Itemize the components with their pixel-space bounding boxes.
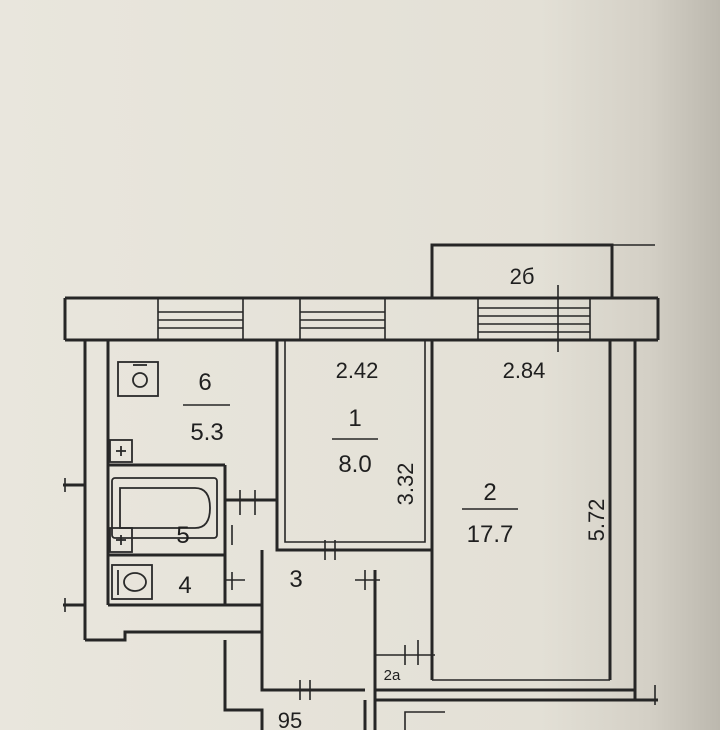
exterior-wall-top <box>63 296 660 342</box>
room-6-number: 6 <box>198 369 211 396</box>
room-4-number: 4 <box>178 572 191 599</box>
exterior-wall-bottom <box>85 603 658 730</box>
room-2-area: 17.7 <box>467 521 514 548</box>
dimension-room-1-depth: 3.32 <box>393 463 418 506</box>
room-3-number: 3 <box>289 566 302 593</box>
interior-walls <box>108 340 610 700</box>
exterior-walls <box>63 340 637 700</box>
room-1-number: 1 <box>348 405 361 432</box>
apartment-number-mark: 95 <box>278 708 302 730</box>
room-2a-number: 2a <box>384 667 401 684</box>
window-room-6 <box>157 298 244 340</box>
window-room-1 <box>299 298 386 340</box>
bathtub-icon <box>111 477 218 539</box>
room-2-number: 2 <box>483 479 496 506</box>
dimension-room-1-width: 2.42 <box>336 358 379 383</box>
window-room-2 <box>477 285 591 352</box>
plus-socket-icon <box>109 439 133 463</box>
balcony-outline <box>430 243 655 298</box>
washbasin-icon <box>109 527 133 553</box>
toilet-icon <box>111 564 153 600</box>
dimension-room-2-width: 2.84 <box>503 358 546 383</box>
room-5-number: 5 <box>176 522 189 549</box>
room-6-area: 5.3 <box>190 419 223 446</box>
room-1-area: 8.0 <box>338 451 371 478</box>
room-2b-number: 2б <box>510 264 535 289</box>
dimension-room-2-depth: 5.72 <box>584 499 609 542</box>
boiler-icon <box>117 361 159 397</box>
